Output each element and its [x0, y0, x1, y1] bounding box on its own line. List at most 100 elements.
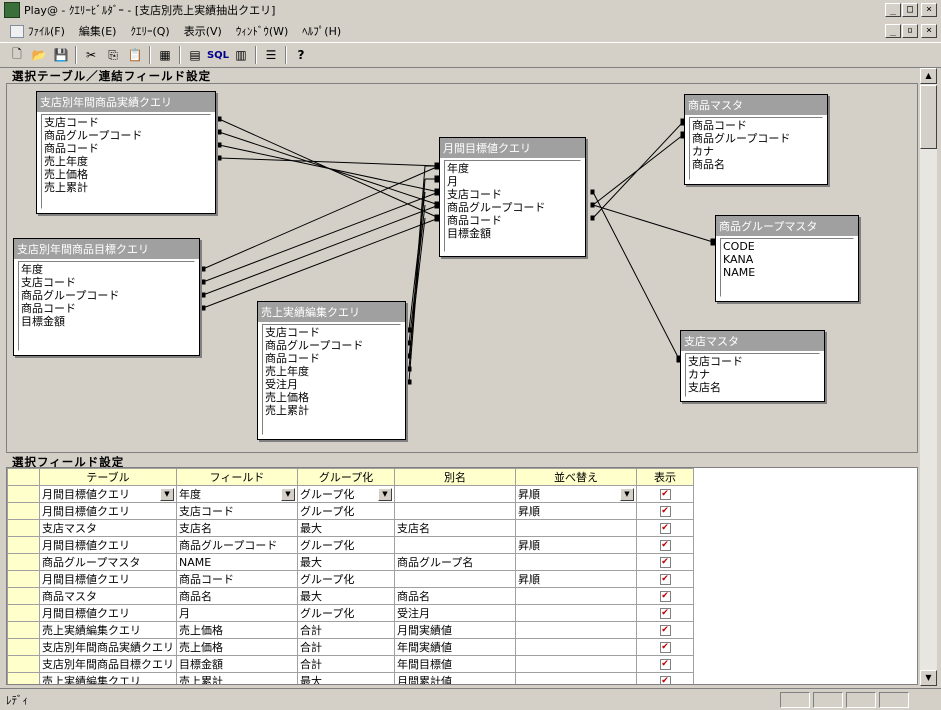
field-item[interactable]: 売上累計	[44, 181, 88, 194]
field-item[interactable]: 商品グループコード	[265, 339, 364, 352]
field-item[interactable]: 売上累計	[265, 404, 309, 417]
show-cell[interactable]: ✔	[636, 553, 694, 571]
table-box-title[interactable]: 支店別年間商品実績クエリ	[37, 92, 215, 112]
cut-icon[interactable]: ✂	[85, 48, 97, 62]
table-cell[interactable]: 商品マスタ	[39, 587, 177, 605]
column-header-sort[interactable]: 並べ替え	[515, 468, 637, 486]
column-header-show[interactable]: 表示	[636, 468, 694, 486]
grouping-cell[interactable]: 最大	[297, 672, 395, 684]
field-item[interactable]: 商品グループコード	[692, 132, 791, 145]
child-minimize-button[interactable]: _	[885, 24, 901, 38]
row-selector[interactable]	[7, 570, 40, 588]
table-box-monthly-target[interactable]: 月間目標値クエリ 年度 月 支店コード 商品グループコード 商品コード 目標金額	[439, 137, 586, 257]
sort-cell[interactable]: 昇順▼	[515, 485, 637, 503]
show-cell[interactable]: ✔	[636, 587, 694, 605]
show-checkbox[interactable]: ✔	[659, 607, 671, 619]
menu-file[interactable]: ﾌｧｲﾙ(F)	[28, 25, 65, 38]
alias-cell[interactable]: 年間実績値	[394, 638, 516, 656]
vertical-scrollbar[interactable]: ▲ ▼	[920, 68, 937, 686]
row-selector[interactable]	[7, 587, 40, 605]
show-checkbox[interactable]: ✔	[659, 573, 671, 585]
table-cell[interactable]: 月間目標値クエリ	[39, 502, 177, 520]
field-item[interactable]: 年度	[447, 162, 469, 175]
field-cell[interactable]: 売上価格	[176, 621, 298, 639]
table-cell[interactable]: 売上実績編集クエリ	[39, 672, 177, 684]
child-restore-button[interactable]: ▫	[902, 24, 918, 38]
field-item[interactable]: 商品名	[692, 158, 725, 171]
field-item[interactable]: 年度	[21, 263, 43, 276]
field-cell[interactable]: 支店名	[176, 519, 298, 537]
alias-cell[interactable]: 年間目標値	[394, 655, 516, 673]
field-list[interactable]: 年度 支店コード 商品グループコード 商品コード 目標金額	[18, 261, 195, 351]
sort-cell[interactable]	[515, 553, 637, 571]
show-cell[interactable]: ✔	[636, 502, 694, 520]
table-cell[interactable]: 商品グループマスタ	[39, 553, 177, 571]
field-item[interactable]: 月	[447, 175, 458, 188]
scroll-thumb[interactable]	[920, 85, 937, 149]
alias-cell[interactable]	[394, 570, 516, 588]
row-selector[interactable]	[7, 536, 40, 554]
alias-cell[interactable]: 月間累計値	[394, 672, 516, 684]
maximize-button[interactable]: □	[902, 3, 918, 17]
scroll-up-arrow-icon[interactable]: ▲	[920, 68, 937, 84]
grouping-cell[interactable]: 合計	[297, 638, 395, 656]
row-selector[interactable]	[7, 655, 40, 673]
table-cell[interactable]: 支店別年間商品目標クエリ	[39, 655, 177, 673]
field-list[interactable]: 年度 月 支店コード 商品グループコード 商品コード 目標金額	[444, 160, 581, 252]
sql-view-button[interactable]: SQL	[206, 49, 230, 61]
field-item[interactable]: CODE	[723, 240, 755, 253]
field-cell[interactable]: 商品コード	[176, 570, 298, 588]
grouping-cell[interactable]: グループ化	[297, 604, 395, 622]
show-checkbox[interactable]: ✔	[659, 675, 671, 685]
show-cell[interactable]: ✔	[636, 604, 694, 622]
alias-cell[interactable]	[394, 502, 516, 520]
show-cell[interactable]: ✔	[636, 536, 694, 554]
field-item[interactable]: 支店コード	[44, 116, 99, 129]
menu-view[interactable]: 表示(V)	[183, 25, 222, 38]
column-header-alias[interactable]: 別名	[394, 468, 516, 486]
sort-cell[interactable]: 昇順	[515, 536, 637, 554]
sort-cell[interactable]	[515, 655, 637, 673]
field-item[interactable]: 支店コード	[21, 276, 76, 289]
field-item[interactable]: 売上価格	[44, 168, 88, 181]
field-cell[interactable]: 目標金額	[176, 655, 298, 673]
row-selector[interactable]	[7, 502, 40, 520]
field-cell[interactable]: 月	[176, 604, 298, 622]
field-item[interactable]: 商品グループコード	[21, 289, 120, 302]
field-cell[interactable]: 売上価格	[176, 638, 298, 656]
alias-cell[interactable]: 受注月	[394, 604, 516, 622]
field-list[interactable]: 支店コード 商品グループコード 商品コード 売上年度 売上価格 売上累計	[41, 114, 211, 209]
field-cell[interactable]: 売上累計	[176, 672, 298, 684]
minimize-button[interactable]: _	[885, 3, 901, 17]
menu-edit[interactable]: 編集(E)	[78, 25, 117, 38]
table-box-title[interactable]: 支店マスタ	[681, 331, 824, 351]
open-folder-icon[interactable]: 📂	[31, 48, 47, 62]
design-view-icon[interactable]: ▤	[189, 48, 201, 62]
show-cell[interactable]: ✔	[636, 519, 694, 537]
show-checkbox[interactable]: ✔	[659, 641, 671, 653]
table-box-branch-master[interactable]: 支店マスタ 支店コード カナ 支店名	[680, 330, 825, 402]
table-box-title[interactable]: 商品グループマスタ	[716, 216, 858, 236]
table-box-sales-edit[interactable]: 売上実績編集クエリ 支店コード 商品グループコード 商品コード 売上年度 受注月…	[257, 301, 406, 440]
field-cell[interactable]: NAME	[176, 553, 298, 571]
field-cell[interactable]: 商品グループコード	[176, 536, 298, 554]
field-cell[interactable]: 商品名	[176, 587, 298, 605]
show-checkbox[interactable]: ✔	[659, 505, 671, 517]
field-item[interactable]: NAME	[723, 266, 756, 279]
row-selector[interactable]	[7, 485, 40, 503]
field-item[interactable]: 商品グループコード	[447, 201, 546, 214]
menu-query[interactable]: ｸｴﾘｰ(Q)	[130, 25, 170, 38]
row-selector[interactable]	[7, 638, 40, 656]
row-selector[interactable]	[7, 553, 40, 571]
table-box-title[interactable]: 支店別年間商品目標クエリ	[14, 239, 199, 259]
menu-window[interactable]: ｳｨﾝﾄﾞｳ(W)	[235, 25, 289, 38]
table-cell[interactable]: 支店マスタ	[39, 519, 177, 537]
table-box-title[interactable]: 商品マスタ	[685, 95, 827, 115]
row-selector[interactable]	[7, 604, 40, 622]
field-item[interactable]: KANA	[723, 253, 754, 266]
dropdown-arrow-icon[interactable]: ▼	[281, 487, 295, 501]
field-item[interactable]: 売上価格	[265, 391, 309, 404]
table-cell[interactable]: 月間目標値クエリ	[39, 570, 177, 588]
field-item[interactable]: カナ	[692, 145, 714, 158]
grouping-cell[interactable]: 合計	[297, 621, 395, 639]
